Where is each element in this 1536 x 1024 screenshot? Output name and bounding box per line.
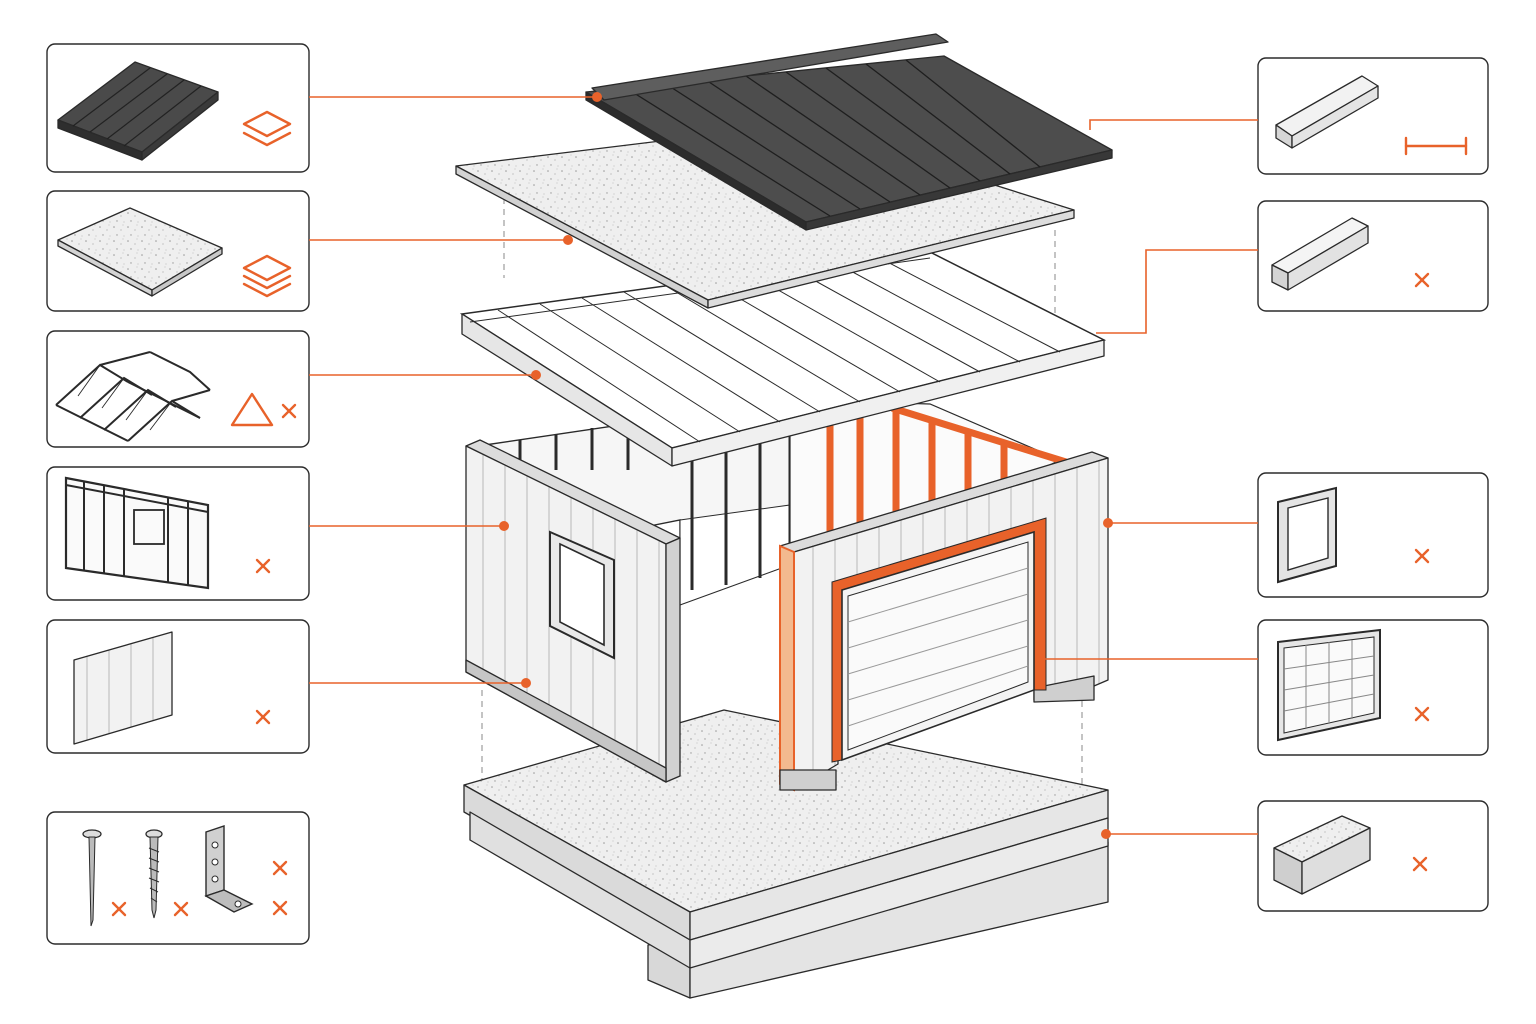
card-concrete-block (1257, 800, 1489, 912)
card-siding-panel (46, 619, 310, 754)
card-window (1257, 472, 1489, 598)
trusses-icon (55, 351, 211, 442)
x-icon (1412, 856, 1428, 872)
metal-roof-panel-icon (57, 61, 219, 161)
layers-icon (242, 110, 292, 147)
x-icon (272, 900, 288, 916)
roof-frame (459, 249, 1107, 467)
x-icon (255, 709, 271, 725)
card-header-beam (1257, 200, 1489, 312)
x-icon (255, 558, 271, 574)
card-roof-trusses (46, 330, 310, 448)
layers-stack-icon (242, 254, 292, 298)
card-fasteners (46, 811, 310, 945)
screw-icon (145, 829, 163, 919)
nail-icon (82, 829, 102, 927)
window-icon (1277, 486, 1337, 584)
triangle-icon (230, 392, 274, 427)
concrete-block-icon (1273, 815, 1371, 895)
x-icon (1414, 548, 1430, 564)
foundation (463, 709, 1109, 999)
beam-icon (1271, 217, 1369, 291)
x-icon (111, 901, 127, 917)
leader-lines (309, 92, 1258, 839)
card-garage-door (1257, 619, 1489, 756)
card-roof-sheathing (46, 190, 310, 312)
angle-bracket-icon (204, 825, 254, 913)
card-wall-framing (46, 466, 310, 601)
x-icon (1414, 706, 1430, 722)
card-metal-roof-panel (46, 43, 310, 173)
osb-sheet-icon (57, 207, 223, 297)
x-icon (1414, 272, 1430, 288)
siding-panel-icon (73, 631, 173, 745)
metal-roof (585, 33, 1113, 231)
left-wall-window (549, 530, 615, 660)
garage-door (831, 517, 1047, 763)
x-icon (281, 403, 297, 419)
wall-frame-icon (64, 476, 210, 590)
garage-door-icon (1277, 628, 1381, 742)
dimension-icon (1404, 136, 1468, 156)
card-ridge-cap (1257, 57, 1489, 175)
x-icon (173, 901, 189, 917)
x-icon (272, 860, 288, 876)
ridge-cap-icon (1275, 75, 1379, 149)
